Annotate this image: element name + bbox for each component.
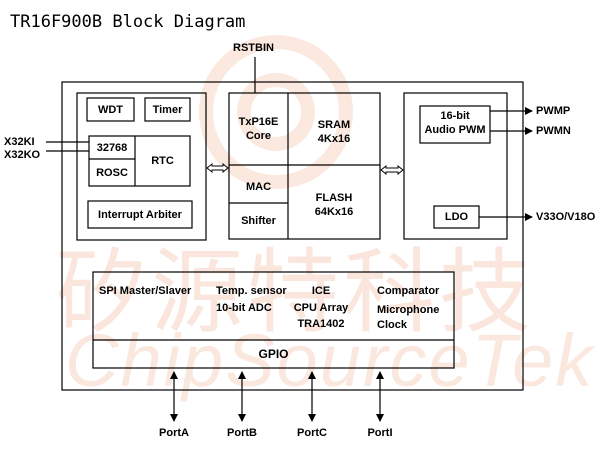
shifter-label: Shifter — [241, 215, 276, 227]
pwm-line2: Audio PWM — [424, 124, 486, 136]
timer-box — [144, 97, 191, 122]
pwm-line1: 16-bit — [440, 110, 470, 122]
interrupt-box — [87, 200, 193, 229]
left-core-bus — [206, 162, 229, 174]
sram-line1: SRAM — [317, 119, 351, 131]
peripheral-frame — [92, 271, 455, 369]
mac-label: MAC — [245, 181, 272, 193]
ice-line3: TRA1402 — [297, 318, 345, 330]
gpio-label: GPIO — [258, 347, 289, 361]
timer-label: Timer — [152, 104, 183, 116]
wdt-label: WDT — [97, 104, 124, 116]
watermark-text-en: ChipSourceTek — [65, 319, 595, 402]
ice-line2: CPU Array — [293, 302, 349, 314]
flash-line1: FLASH — [315, 192, 353, 204]
pwmp-label: PWMP — [536, 105, 571, 117]
interrupt-label: Interrupt Arbiter — [98, 209, 182, 221]
x32ki-label: X32KI — [4, 136, 35, 148]
ice-line1: ICE — [311, 285, 331, 297]
wdt-box — [86, 97, 135, 122]
porta-label: PortA — [159, 427, 189, 439]
core-block-frame — [228, 92, 381, 240]
portc-label: PortC — [297, 427, 327, 439]
comparator-label: Comparator — [377, 285, 440, 297]
k32768-label: 32768 — [96, 142, 128, 154]
temp-line1: Temp. sensor — [216, 285, 287, 297]
x32ko-label: X32KO — [4, 149, 41, 161]
pwmn-label: PWMN — [536, 125, 571, 137]
rtc-label: RTC — [151, 155, 174, 167]
txp-core-line1: TxP16E — [238, 116, 279, 128]
txp-core-line2: Core — [245, 130, 272, 142]
diagram-title: TR16F900B Block Diagram — [10, 12, 246, 32]
microphone-line2: Clock — [377, 319, 407, 331]
sram-line2: 4Kx16 — [317, 133, 351, 145]
left-block-frame — [76, 92, 207, 241]
ldo-label: LDO — [444, 211, 469, 223]
temp-line2: 10-bit ADC — [216, 302, 272, 314]
flash-line2: 64Kx16 — [314, 206, 354, 218]
vout-label: V33O/V18O — [536, 211, 596, 223]
rosc-label: ROSC — [96, 167, 128, 179]
rstbin-label: RSTBIN — [233, 42, 274, 54]
porti-label: PortI — [367, 427, 393, 439]
core-right-bus — [380, 164, 404, 176]
watermark-text-cn: 矽源特科技 — [55, 239, 536, 346]
chip-outline — [61, 81, 524, 391]
rtc-group-box — [88, 135, 191, 187]
microphone-line1: Microphone — [377, 304, 440, 316]
pwm-box — [419, 105, 491, 144]
right-block-frame — [403, 92, 508, 240]
portb-label: PortB — [227, 427, 257, 439]
spi-label: SPI Master/Slaver — [99, 285, 192, 297]
